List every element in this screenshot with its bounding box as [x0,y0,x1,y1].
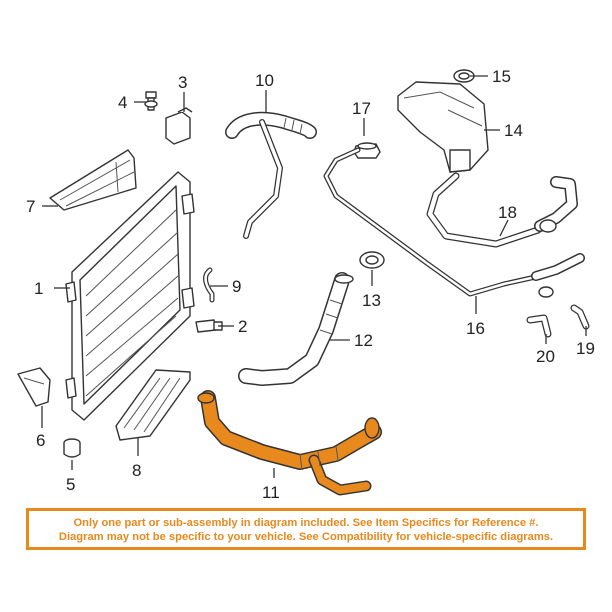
leader-lines [41,75,587,478]
callout-11: 11 [262,483,280,502]
callout-2: 2 [238,317,247,336]
part-5-isolator [63,438,81,458]
part-3-bracket [165,107,193,145]
callout-20: 20 [536,347,555,366]
part-7-air-deflector-upper [49,149,137,211]
callout-14: 14 [504,121,523,140]
part-14-coolant-reservoir [397,81,489,173]
callout-16: 16 [466,319,485,338]
disclaimer-line-2: Diagram may not be specific to your vehi… [58,531,554,543]
callout-numbers: 1 2 3 4 5 6 7 8 9 10 11 12 13 14 15 16 1… [26,67,595,502]
callout-18: 18 [498,203,517,222]
part-9-clamp [203,267,215,303]
part-20-hose [526,314,552,338]
callout-13: 13 [362,291,381,310]
callout-1: 1 [34,279,43,298]
part-13-seal-ring [359,251,385,269]
callout-9: 9 [232,277,241,296]
part-8-air-deflector-lower [115,369,191,441]
callout-8: 8 [132,461,141,480]
part-10-upper-hose [225,111,317,239]
callout-10: 10 [255,71,274,90]
callout-12: 12 [354,331,373,350]
callout-19: 19 [576,339,595,358]
part-4-bolt [144,91,158,111]
callout-4: 4 [118,93,127,112]
part-6-side-seal [17,367,51,407]
part-12-hose [238,272,354,386]
callout-3: 3 [178,73,187,92]
callout-6: 6 [36,431,45,450]
part-11-highlighted-hose [197,390,382,496]
part-16-overflow-hose [323,147,585,298]
callout-17: 17 [352,99,371,118]
part-19-hose [570,304,590,330]
part-18-hose [426,172,578,248]
part-15-cap [453,69,475,83]
callout-15: 15 [492,67,511,86]
callout-7: 7 [26,197,35,216]
disclaimer-line-1: Only one part or sub-assembly in diagram… [73,517,539,529]
part-17-cap [353,142,381,159]
callout-5: 5 [66,475,75,494]
part-1-radiator [65,171,195,421]
disclaimer-box: Only one part or sub-assembly in diagram… [26,508,586,550]
